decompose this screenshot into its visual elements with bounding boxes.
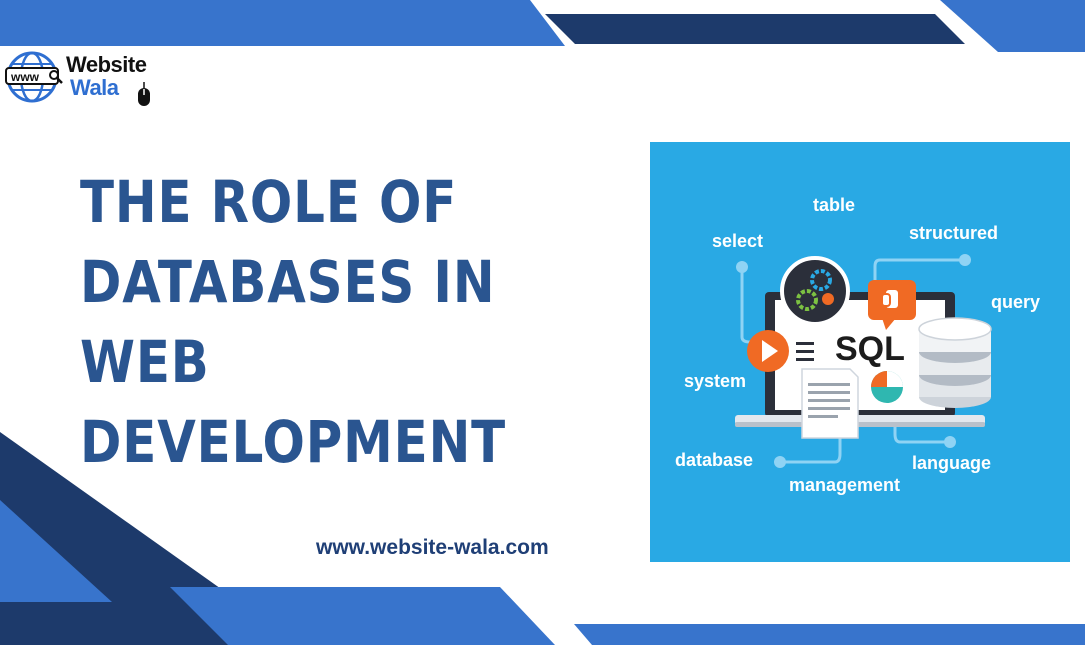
connector-dot [944, 436, 956, 448]
term-system: system [684, 371, 747, 391]
connector-dot [736, 261, 748, 273]
top-center-bar [545, 14, 965, 44]
website-url[interactable]: www.website-wala.com [316, 536, 549, 559]
title-line-2: DATABASES IN [80, 248, 496, 316]
sql-illustration-panel: SQL [650, 142, 1070, 562]
top-left-bar [0, 0, 565, 46]
globe-label: www [10, 70, 40, 84]
connector-dot [959, 254, 971, 266]
chat-bubble-icon [868, 280, 916, 330]
text-lines-icon [796, 342, 814, 361]
database-icon [918, 317, 992, 408]
play-icon [747, 330, 789, 372]
title-line-4: DEVELOPMENT [80, 408, 507, 476]
pie-chart-icon [871, 371, 903, 403]
title-line-3: WEB [80, 328, 210, 396]
term-database: database [675, 450, 754, 470]
sql-label: SQL [835, 330, 905, 368]
mouse-icon [138, 82, 150, 106]
sql-illustration: SQL [735, 254, 992, 468]
document-icon [801, 368, 859, 439]
brand-name-line1: Website [66, 52, 147, 77]
bottom-right-bar [574, 624, 1085, 645]
top-right-bar [940, 0, 1085, 52]
bottom-left-light-triangle [0, 500, 112, 602]
gears-icon [780, 256, 850, 326]
term-table: table [813, 195, 856, 215]
connector-dot [774, 456, 786, 468]
term-language: language [912, 453, 992, 473]
term-select: select [712, 231, 764, 251]
term-query: query [991, 292, 1041, 312]
term-structured: structured [909, 223, 999, 243]
title-line-1: THE ROLE OF [80, 168, 458, 236]
bottom-mid-bar [170, 587, 555, 645]
globe-icon: www [5, 51, 63, 103]
brand-name-line2: Wala [70, 75, 119, 100]
page-title: THE ROLE OF DATABASES IN WEB DEVELOPMENT [80, 162, 527, 482]
brand-logo[interactable]: www Website Wala [4, 50, 174, 110]
term-management: management [789, 475, 901, 495]
